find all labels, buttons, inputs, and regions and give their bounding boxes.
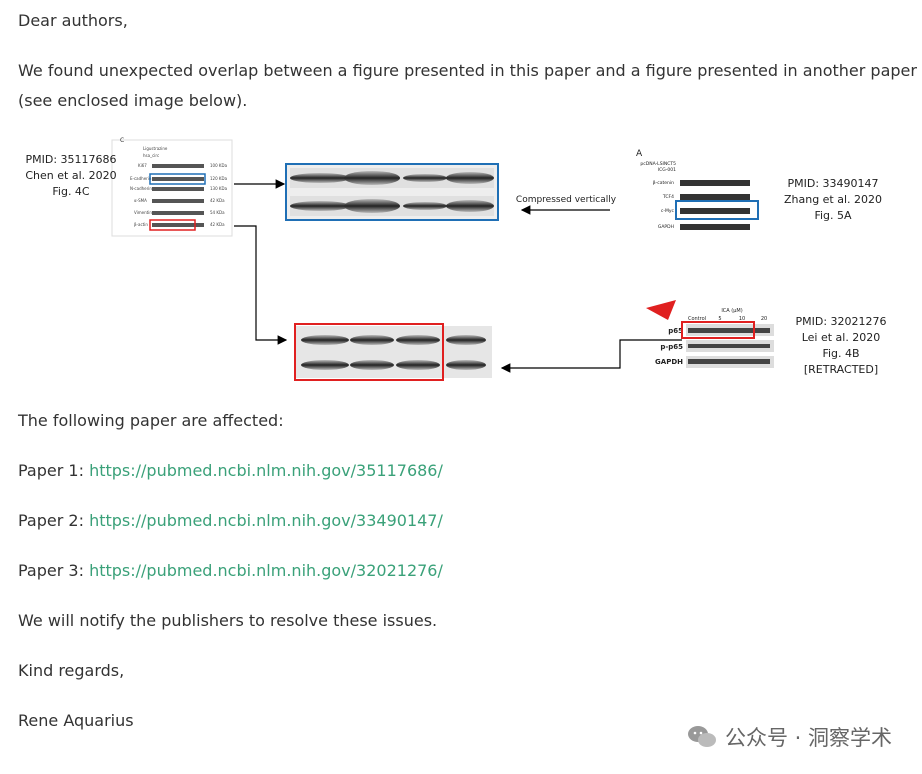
lei-column-label: 10 <box>739 316 745 322</box>
lei-header: ICA (μM) <box>721 308 742 314</box>
zhang-row-label: c-Myc <box>661 208 675 214</box>
lei-row-label: GAPDH <box>655 358 683 366</box>
lei-row-label: p65 <box>668 327 683 335</box>
chen-panel-label: C <box>120 137 124 144</box>
chen-row-label: β-actin <box>134 222 148 227</box>
lei-column-label: 20 <box>761 316 767 322</box>
zhang-panel-label: A <box>636 149 643 159</box>
chen-row-label: α-SMA <box>134 198 147 203</box>
lei-column-label: Control <box>688 316 706 322</box>
chen-size-label: 54 KDa <box>210 210 225 215</box>
chen-size-label: 100 KDa <box>210 163 228 168</box>
lei-red-box <box>681 321 755 339</box>
overlap-figure: C Ligustrazine hsa_circ Ki67 E-cadherin … <box>0 130 922 390</box>
chen-blue-box <box>149 173 206 185</box>
lei-blot: ICA (μM) Control 5 10 20 p65 p-p65 GAPDH <box>646 300 774 368</box>
zhang-row-label: β-catenin <box>653 180 674 186</box>
blue-enlarged-panel <box>285 163 499 221</box>
closing: Kind regards, <box>18 661 125 680</box>
figure-svg: C Ligustrazine hsa_circ Ki67 E-cadherin … <box>111 137 774 381</box>
lei-row-label: p-p65 <box>660 343 683 351</box>
lei-column-label: 5 <box>718 316 721 322</box>
arrow-lei-to-red <box>500 339 682 373</box>
zhang-row-label: TCF4 <box>662 194 674 200</box>
chen-size-label: 42 KDa <box>210 198 225 203</box>
chen-row-label: E-cadherin <box>130 176 152 181</box>
chen-size-label: 120 KDa <box>210 176 228 181</box>
zhang-header-row: ICG-001 <box>658 167 676 173</box>
notify-text: We will notify the publishers to resolve… <box>18 611 438 630</box>
arrow-chen-to-red <box>234 225 288 345</box>
chen-row-label: Vimentin <box>134 210 152 215</box>
lei-caption: PMID: 32021276 Lei et al. 2020 Fig. 4B [… <box>795 315 887 376</box>
greeting: Dear authors, <box>18 11 128 30</box>
paper-1-link[interactable]: https://pubmed.ncbi.nlm.nih.gov/35117686… <box>89 461 443 480</box>
paper-3-link[interactable]: https://pubmed.ncbi.nlm.nih.gov/32021276… <box>89 561 443 580</box>
watermark-text: 公众号 · 洞察学术 <box>724 726 892 750</box>
affected-heading: The following paper are affected: <box>18 411 284 430</box>
chen-blot: C Ligustrazine hsa_circ Ki67 E-cadherin … <box>111 137 233 237</box>
intro-line-1: We found unexpected overlap between a fi… <box>18 61 917 80</box>
chen-size-label: 130 KDa <box>210 186 228 191</box>
zhang-blot: A pcDNA-LSINCT5 ICG-001 β-catenin TCF4 c… <box>636 149 759 230</box>
retracted-mark <box>646 300 676 320</box>
chen-caption: PMID: 35117686 Chen et al. 2020 Fig. 4C <box>25 153 117 198</box>
zhang-caption: PMID: 33490147 Zhang et al. 2020 Fig. 5A <box>783 177 883 222</box>
red-enlarged-panel <box>294 323 492 381</box>
paper-2: Paper 2: https://pubmed.ncbi.nlm.nih.gov… <box>18 511 443 530</box>
paper-1: Paper 1: https://pubmed.ncbi.nlm.nih.gov… <box>18 461 443 480</box>
chen-row-label: Ki67 <box>138 163 147 168</box>
zhang-header-row: pcDNA-LSINCT5 <box>640 161 676 167</box>
zhang-blue-box <box>675 200 759 220</box>
signature: Rene Aquarius <box>18 711 134 730</box>
chen-size-label: 42 KDa <box>210 222 225 227</box>
intro-line-2: (see enclosed image below). <box>18 91 248 110</box>
chen-row-label: Ligustrazine <box>143 146 168 151</box>
chen-row-label: N-cadherin <box>130 186 152 191</box>
wechat-icon <box>687 726 716 747</box>
paper-2-link[interactable]: https://pubmed.ncbi.nlm.nih.gov/33490147… <box>89 511 443 530</box>
chen-row-label: hsa_circ <box>143 153 159 158</box>
watermark: 公众号 · 洞察学术 <box>687 722 892 752</box>
zhang-row-label: GAPDH <box>658 224 674 230</box>
chen-red-box <box>149 219 196 231</box>
compressed-vertically-note: Compressed vertically <box>516 195 617 205</box>
paper-3: Paper 3: https://pubmed.ncbi.nlm.nih.gov… <box>18 561 443 580</box>
